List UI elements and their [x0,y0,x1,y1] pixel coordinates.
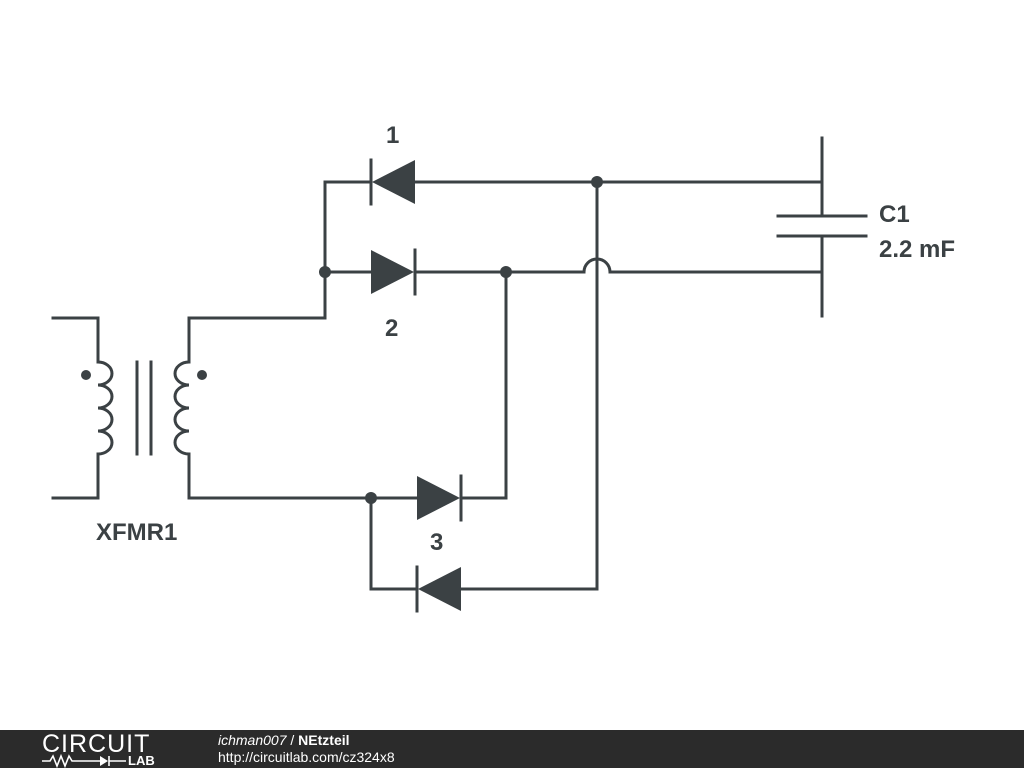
diode-2-label: 2 [385,315,398,342]
diode-4 [415,565,461,613]
diode-2 [371,248,417,296]
logo-circuit-text: CIRCUIT [42,730,151,758]
secondary-polarity-dot [197,370,207,380]
circuit-wires [187,180,824,591]
primary-polarity-dot [81,370,91,380]
diode-3 [417,474,463,522]
circuit-credit: ichman007 / NEtzteil http://circuitlab.c… [218,732,395,766]
capacitor-c1 [776,136,868,318]
resistor-diode-icon [42,754,126,768]
junction-dot [365,492,377,504]
transformer-label: XFMR1 [96,519,177,546]
diode-1 [369,158,415,206]
circuit-url[interactable]: http://circuitlab.com/cz324x8 [218,749,395,765]
logo-lab-text: LAB [128,753,155,768]
diode-1-label: 1 [386,122,399,149]
circuitlab-logo[interactable]: CIRCUIT LAB [42,732,182,768]
junction-dot [500,266,512,278]
transformer-xfmr1 [51,316,207,500]
circuit-schematic: 1 2 3 XFMR1 C1 2.2 mF [51,122,955,613]
circuit-title[interactable]: NEtzteil [298,732,350,748]
diode-3-label: 3 [430,529,443,556]
author-name[interactable]: ichman007 [218,732,287,748]
junction-dot [591,176,603,188]
footer-bar: CIRCUIT LAB ichman007 / NEtzteil http://… [0,730,1024,768]
capacitor-name: C1 [879,201,910,228]
capacitor-value: 2.2 mF [879,236,955,263]
credit-separator: / [286,732,299,748]
junction-dot [319,266,331,278]
